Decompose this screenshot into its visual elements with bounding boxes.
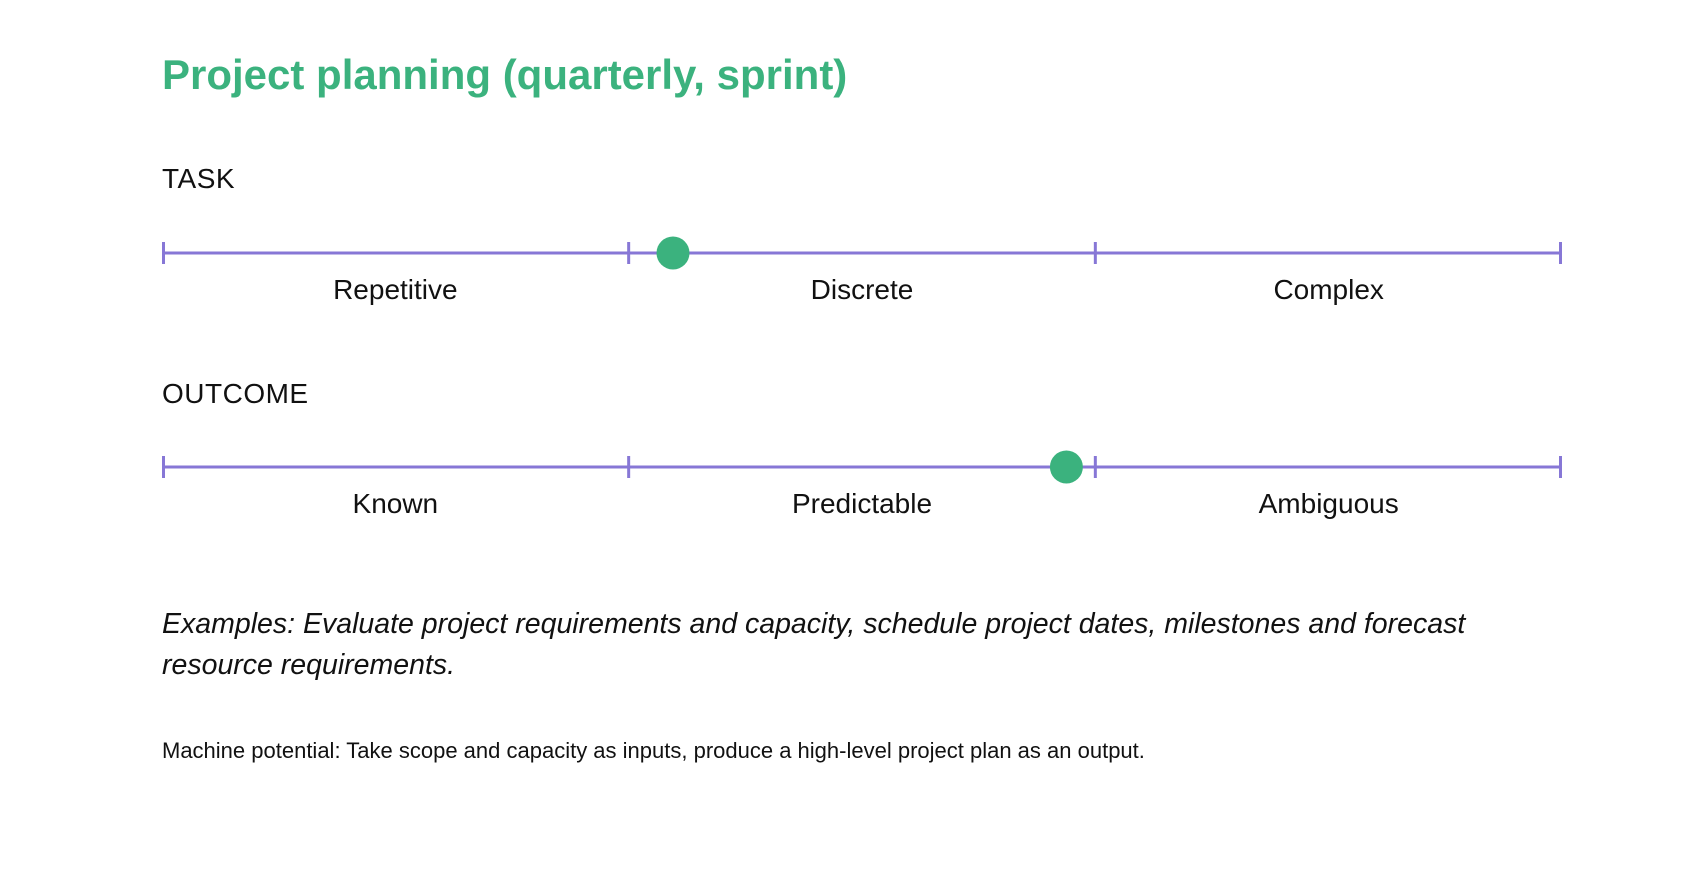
task-scale-track xyxy=(162,236,1562,270)
outcome-scale-label: OUTCOME xyxy=(162,378,309,409)
project-planning-card: Project planning (quarterly, sprint) TAS… xyxy=(162,0,1562,872)
page-title: Project planning (quarterly, sprint) xyxy=(162,51,848,98)
outcome-scale-marker xyxy=(1049,450,1083,484)
task-scale: Repetitive Discrete Complex xyxy=(162,233,1562,343)
task-segment-repetitive: Repetitive xyxy=(333,274,458,305)
examples-text: Examples: Evaluate project requirements … xyxy=(162,608,1466,681)
task-segment-discrete: Discrete xyxy=(810,274,914,305)
machine-potential-text: Machine potential: Take scope and capaci… xyxy=(162,738,1145,763)
outcome-scale: Known Predictable Ambiguous xyxy=(162,447,1562,557)
task-scale-label: TASK xyxy=(162,163,236,194)
task-scale-marker xyxy=(656,236,690,270)
task-scale-segment-labels: Repetitive Discrete Complex xyxy=(162,273,1562,307)
outcome-scale-track xyxy=(162,450,1562,484)
outcome-segment-ambiguous: Ambiguous xyxy=(1258,488,1399,519)
outcome-scale-segment-labels: Known Predictable Ambiguous xyxy=(162,487,1562,521)
task-segment-complex: Complex xyxy=(1273,274,1384,305)
outcome-segment-known: Known xyxy=(352,488,439,519)
outcome-segment-predictable: Predictable xyxy=(791,488,933,519)
